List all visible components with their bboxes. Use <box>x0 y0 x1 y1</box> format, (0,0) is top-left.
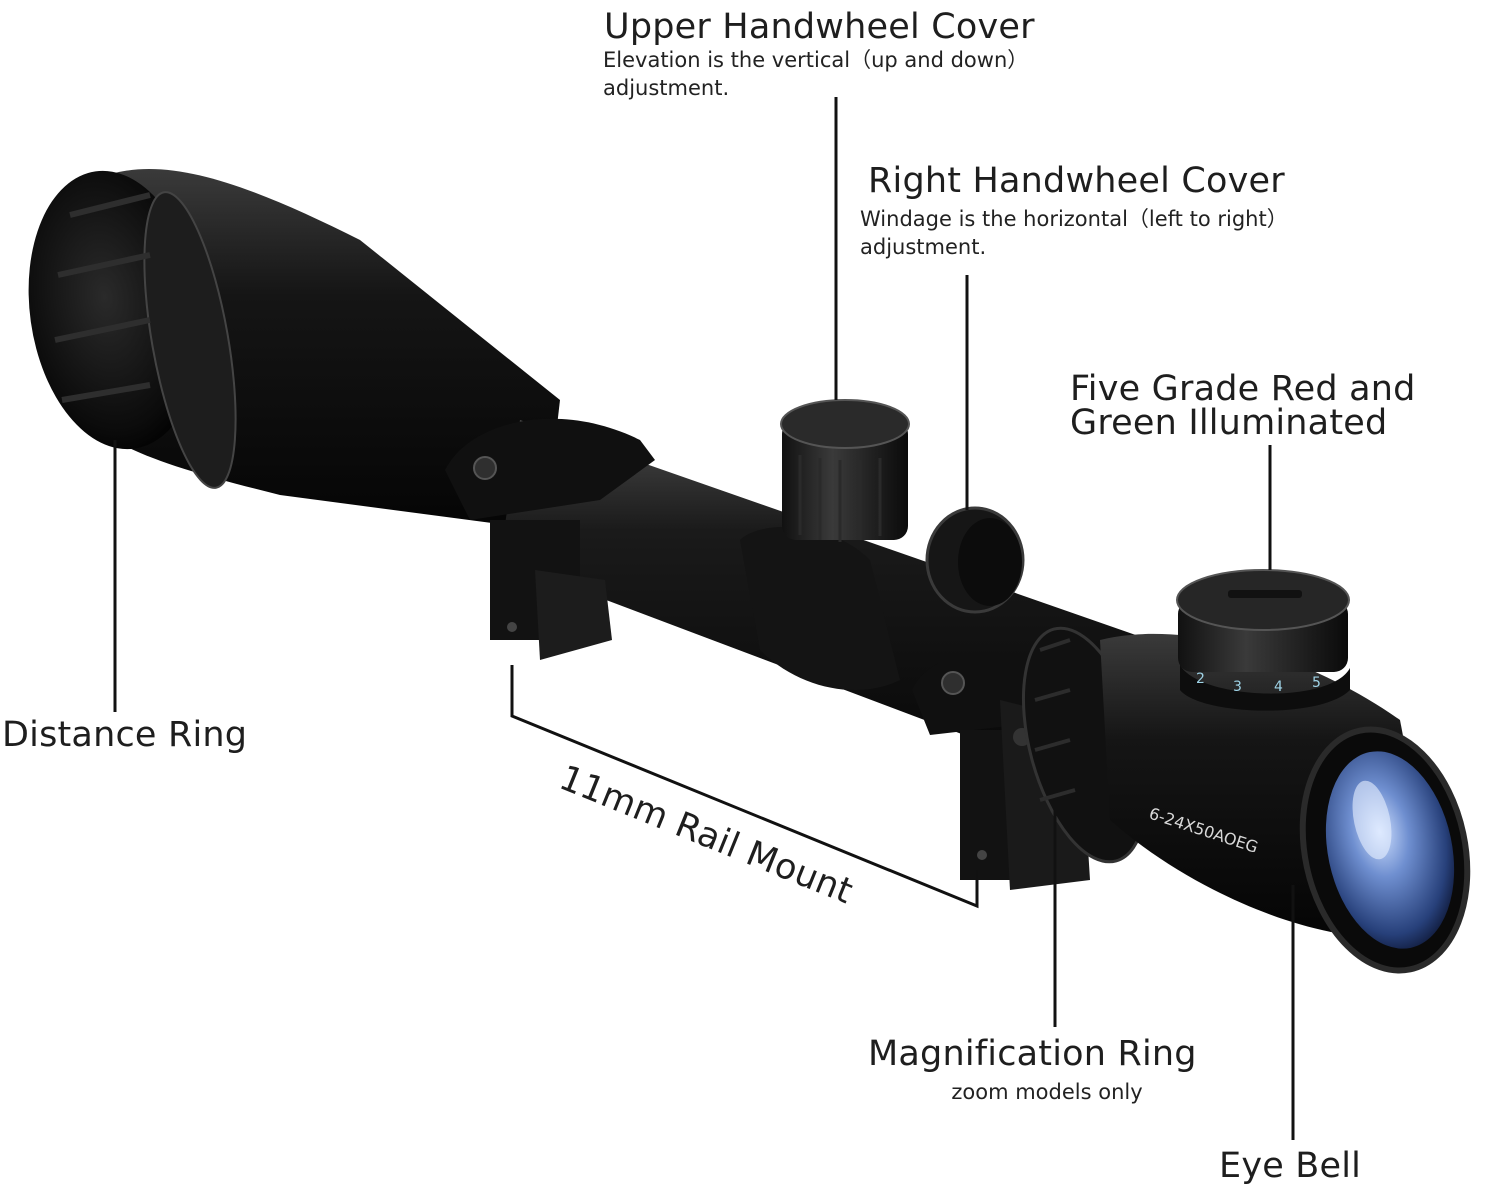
eye-bell-title: Eye Bell <box>1219 1146 1362 1186</box>
windage-knob <box>925 506 1025 614</box>
illum-number-3: 3 <box>1233 679 1242 695</box>
front-ring-mount <box>445 418 655 660</box>
distance-ring-title: Distance Ring <box>2 715 248 755</box>
illumination-title-line2: Green Illuminated <box>1070 403 1388 443</box>
eyepiece-lens <box>1299 726 1471 974</box>
right-cover-desc: Windage is the horizontal（left to right）… <box>860 207 1288 259</box>
illum-number-5: 5 <box>1312 675 1321 691</box>
distance-ring-grip <box>54 192 151 403</box>
right-cover-title: Right Handwheel Cover <box>868 161 1285 201</box>
turret-housing <box>740 526 900 690</box>
illumination-knob: 2 3 4 5 <box>1176 569 1350 711</box>
upper-cover-title: Upper Handwheel Cover <box>604 7 1035 47</box>
objective-bell <box>28 168 560 530</box>
elevation-knob <box>780 399 910 542</box>
magnification-ring-title: Magnification Ring <box>868 1034 1197 1074</box>
magnification-ring-desc: zoom models only <box>951 1080 1143 1104</box>
illumination-title-line1: Five Grade Red and <box>1070 369 1416 409</box>
rail-bracket <box>510 665 979 909</box>
illum-number-4: 4 <box>1274 679 1283 695</box>
upper-cover-desc: Elevation is the vertical（up and down） a… <box>603 48 1029 100</box>
illum-number-2: 2 <box>1196 671 1205 687</box>
leader-lines <box>113 97 1295 1140</box>
